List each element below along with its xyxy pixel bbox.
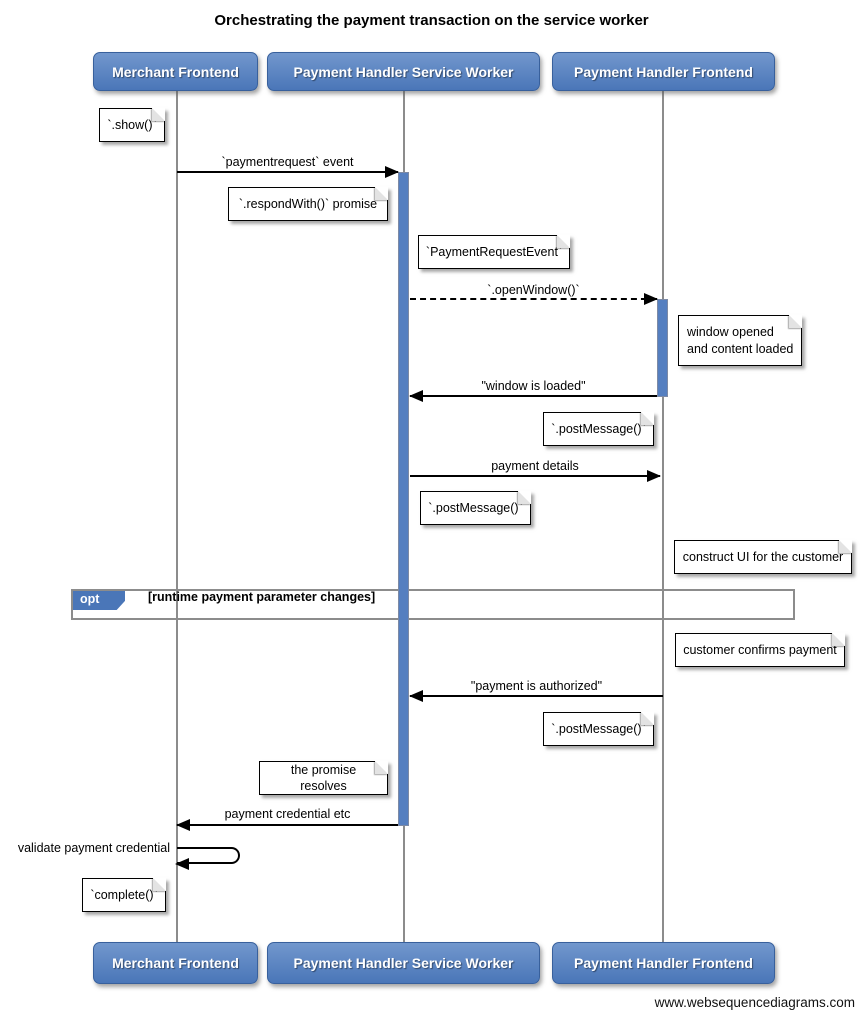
note-text: `.postMessage()` xyxy=(428,500,523,515)
actor-top-payment-handler-service-worker: Payment Handler Service Worker xyxy=(267,52,540,91)
message-label-paymentrequest-event: `paymentrequest` event xyxy=(221,155,354,169)
message-arrow-payment-is-authorized xyxy=(409,690,663,702)
actor-label: Merchant Frontend xyxy=(112,955,239,971)
note-fold-icon xyxy=(789,315,802,328)
opt-operator-label: opt xyxy=(73,591,125,610)
message-arrow-paymentrequest-event xyxy=(177,166,399,178)
diagram-title: Orchestrating the payment transaction on… xyxy=(214,12,649,29)
message-label-payment-credential-etc: payment credential etc xyxy=(224,807,351,821)
note-fold-icon xyxy=(375,761,388,774)
note-fold-icon xyxy=(641,712,654,725)
note-fold-icon xyxy=(152,108,165,121)
message-arrow-window-is-loaded xyxy=(409,390,657,402)
note-construct-ui: construct UI for the customer xyxy=(674,540,852,574)
opt-fragment-frame: opt xyxy=(71,589,795,620)
actor-label: Payment Handler Frontend xyxy=(574,955,753,971)
arrowhead-left-icon xyxy=(409,690,423,702)
note-text: `.respondWith()` promise xyxy=(238,196,378,211)
actor-label: Payment Handler Service Worker xyxy=(293,955,514,971)
message-label-payment-is-authorized: "payment is authorized" xyxy=(470,679,603,693)
note-text: `complete()` xyxy=(90,887,158,902)
message-arrow-self-validate xyxy=(175,847,240,870)
arrowhead-right-icon xyxy=(647,470,661,482)
activation-payment-handler-frontend xyxy=(657,299,668,397)
arrowhead-left-icon xyxy=(409,390,423,402)
arrowhead-left-icon xyxy=(175,858,189,870)
note-postmessage-2: `.postMessage()` xyxy=(420,491,531,525)
watermark-websequencediagrams: www.websequencediagrams.com xyxy=(654,995,855,1010)
arrowhead-right-icon xyxy=(385,166,399,178)
arrowhead-right-icon xyxy=(644,293,658,305)
lifeline-merchant-frontend xyxy=(176,91,178,942)
note-paymentrequestevent: `PaymentRequestEvent` xyxy=(418,235,570,269)
actor-label: Payment Handler Service Worker xyxy=(293,63,514,80)
activation-service-worker xyxy=(398,172,409,826)
note-text: construct UI for the customer xyxy=(682,549,844,564)
actor-label: Merchant Frontend xyxy=(112,63,239,80)
message-arrow-payment-credential-etc xyxy=(176,819,398,831)
note-fold-icon xyxy=(518,491,531,504)
note-customer-confirms: customer confirms payment xyxy=(675,633,845,667)
note-show: `.show()` xyxy=(99,108,165,142)
actor-bottom-payment-handler-frontend: Payment Handler Frontend xyxy=(552,942,775,984)
actor-label: Payment Handler Frontend xyxy=(574,63,753,80)
note-postmessage-3: `.postMessage()` xyxy=(543,712,654,746)
note-fold-icon xyxy=(375,187,388,200)
note-promise-resolves: the promise resolves xyxy=(259,761,388,795)
actor-bottom-payment-handler-service-worker: Payment Handler Service Worker xyxy=(267,942,540,984)
note-text: window opened and content loaded xyxy=(687,325,794,356)
actor-top-merchant-frontend: Merchant Frontend xyxy=(93,52,258,91)
message-arrow-openwindow xyxy=(410,293,658,305)
note-text: `.show()` xyxy=(107,117,157,132)
note-fold-icon xyxy=(153,878,166,891)
note-text: `.postMessage()` xyxy=(551,721,646,736)
actor-bottom-merchant-frontend: Merchant Frontend xyxy=(93,942,258,984)
opt-condition: [runtime payment parameter changes] xyxy=(148,590,376,604)
note-fold-icon xyxy=(839,540,852,553)
note-fold-icon xyxy=(641,412,654,425)
message-label-payment-details: payment details xyxy=(491,459,579,473)
note-window-opened: window opened and content loaded xyxy=(678,315,802,366)
note-respondwith-promise: `.respondWith()` promise xyxy=(228,187,388,221)
actor-top-payment-handler-frontend: Payment Handler Frontend xyxy=(552,52,775,91)
lifeline-payment-handler-frontend xyxy=(662,91,664,942)
note-fold-icon xyxy=(832,633,845,646)
arrowhead-left-icon xyxy=(176,819,190,831)
note-text: `.postMessage()` xyxy=(551,421,646,436)
note-text: customer confirms payment xyxy=(683,642,837,657)
note-postmessage-1: `.postMessage()` xyxy=(543,412,654,446)
message-arrow-payment-details xyxy=(410,470,661,482)
message-label-window-is-loaded: "window is loaded" xyxy=(481,379,586,393)
message-label-openwindow: `.openWindow()` xyxy=(487,283,580,297)
note-fold-icon xyxy=(557,235,570,248)
message-label-validate-payment-credential: validate payment credential xyxy=(17,841,170,855)
note-text: `PaymentRequestEvent` xyxy=(425,244,563,259)
note-complete: `complete()` xyxy=(82,878,166,912)
note-text: the promise resolves xyxy=(290,762,357,793)
